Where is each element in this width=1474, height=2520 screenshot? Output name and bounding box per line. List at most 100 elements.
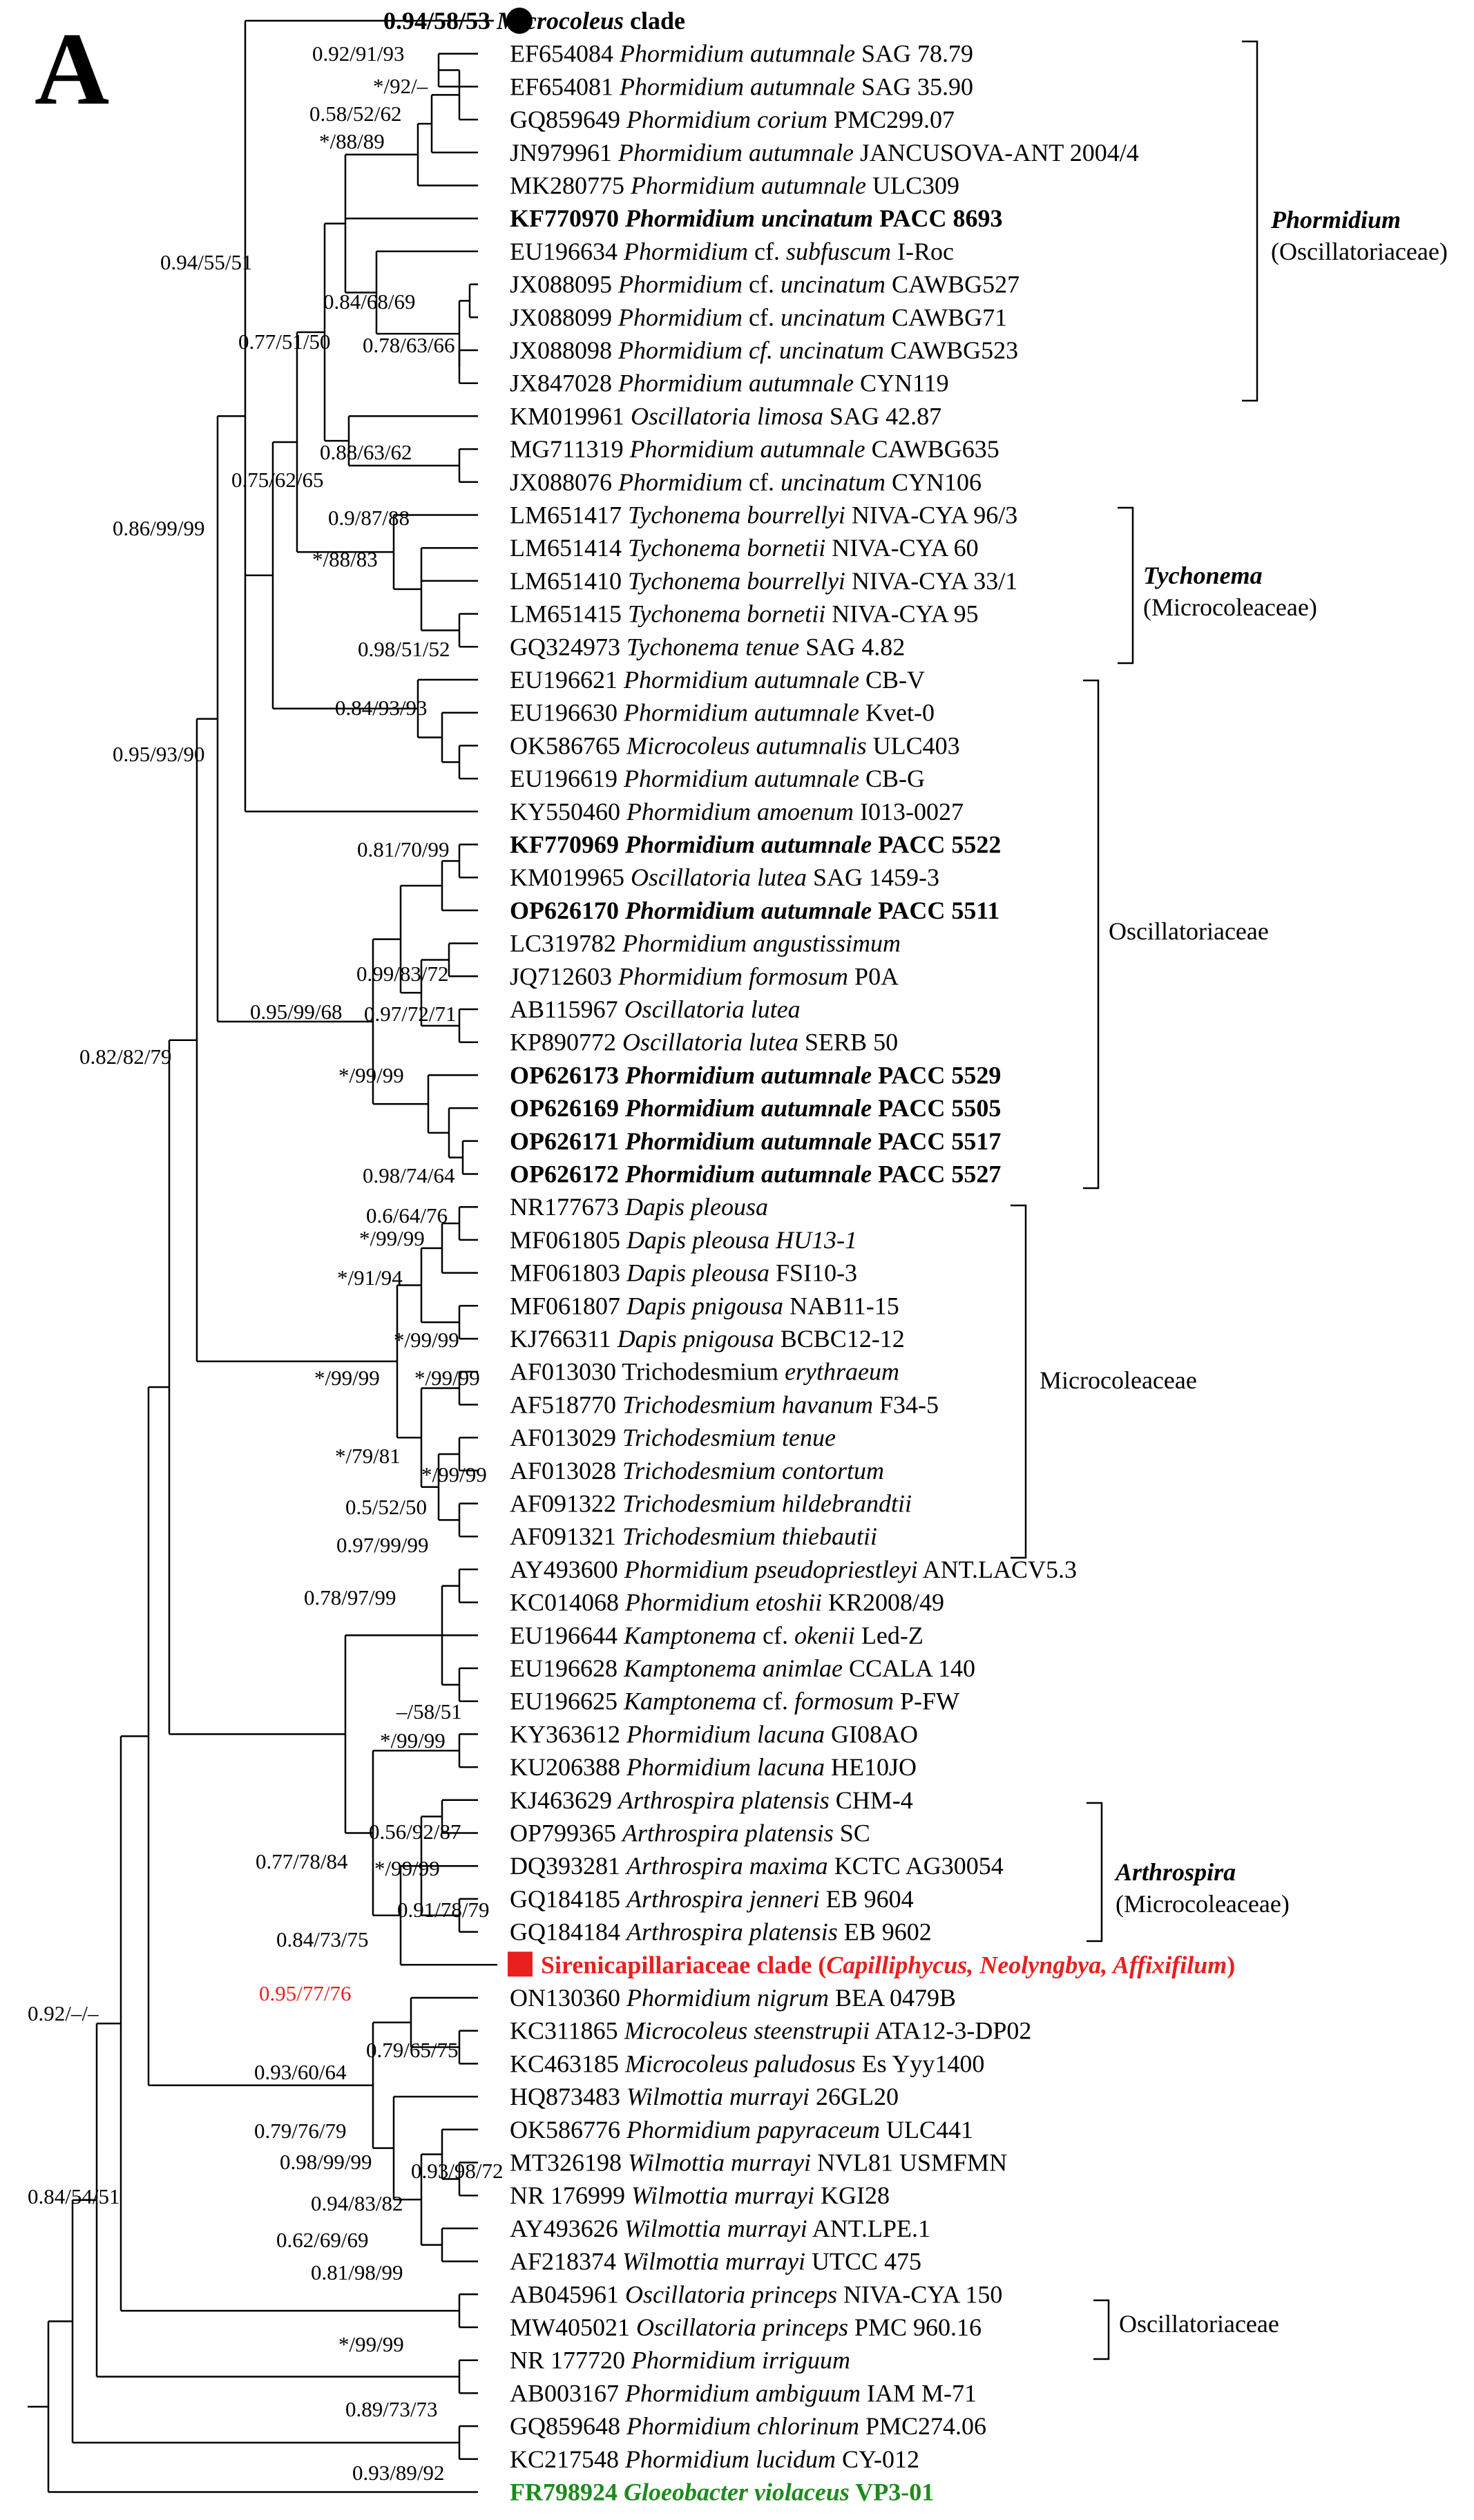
taxon-label-part: uncinatum xyxy=(781,468,886,496)
taxon-label: KP890772 Oscillatoria lutea SERB 50 xyxy=(510,1029,898,1056)
taxon-label-part: Phormidium autumnale xyxy=(624,1094,872,1122)
taxon-label-part: SAG 78.79 xyxy=(855,40,973,68)
taxon-label-part: HE10JO xyxy=(825,1753,917,1781)
support-value: */99/99 xyxy=(394,1328,459,1352)
taxon-label: GQ859649 Phormidium corium PMC299.07 xyxy=(510,106,955,133)
taxon-label: GQ184185 Arthrospira jenneri EB 9604 xyxy=(510,1885,914,1913)
taxon-label-part: BEA 0479B xyxy=(829,1984,956,2012)
taxon-label-part: AB003167 xyxy=(510,2379,625,2407)
clade-group-label: Oscillatoriaceae xyxy=(1109,917,1269,945)
taxon-label: JX088076 Phormidium cf. uncinatum CYN106 xyxy=(510,468,982,496)
taxon-label-part: Phormidium nigrum xyxy=(626,1984,829,2012)
taxon-label: NR 177720 Phormidium irriguum xyxy=(510,2347,850,2374)
support-value: 0.81/98/99 xyxy=(311,2260,403,2284)
taxon-label-part: Phormidium autumnale xyxy=(624,897,872,924)
taxon-label-part: MW405021 xyxy=(510,2313,636,2341)
taxon-label-part: CAWBG71 xyxy=(886,303,1007,331)
taxon-label-part: Phormidium pseudopriestleyi xyxy=(624,1556,918,1583)
taxon-label: NR 176999 Wilmottia murrayi KGI28 xyxy=(510,2182,890,2209)
taxon-label-part: SAG 42.87 xyxy=(823,402,941,430)
taxon-label: OK586776 Phormidium papyraceum ULC441 xyxy=(510,2116,973,2144)
taxon-label-part: Tychonema bornetii xyxy=(628,600,825,628)
taxon-label-part: GI08AO xyxy=(825,1720,918,1748)
taxon-label-part: Dapis pnigousa xyxy=(626,1292,783,1319)
taxon-label-part: KC311865 xyxy=(510,2017,624,2045)
support-value: 0.82/82/79 xyxy=(79,1044,171,1069)
taxon-label-part: KU206388 xyxy=(510,1753,626,1781)
taxon-label: AF013029 Trichodesmium tenue xyxy=(510,1424,836,1451)
taxon-label: Sirenicapillariaceae clade (Capilliphycu… xyxy=(541,1951,1235,1978)
taxon-label-part: SERB 50 xyxy=(798,1029,898,1056)
taxon-label-part: Sirenicapillariaceae clade ( xyxy=(541,1951,826,1978)
taxon-label-part: GQ184184 xyxy=(510,1918,626,1946)
taxon-label-part: GQ859649 xyxy=(510,106,626,133)
taxon-label-part: AF013030 Trichodesmium xyxy=(510,1358,785,1386)
taxon-label: JQ712603 Phormidium formosum P0A xyxy=(510,962,899,990)
support-value: */79/81 xyxy=(335,1444,401,1468)
support-value: 0.94/55/51 xyxy=(160,250,252,274)
taxon-label-part: CB-V xyxy=(859,666,925,694)
taxon-label-part: Phormidium autumnale xyxy=(619,73,855,100)
taxon-label-part: cf. xyxy=(756,1688,794,1715)
taxon-label-part: NIVA-CYA 33/1 xyxy=(845,567,1017,595)
taxon-label-part: Es Yyy1400 xyxy=(856,2050,985,2077)
taxon-label-part: VP3-01 xyxy=(850,2479,934,2506)
taxon-label-part: NIVA-CYA 96/3 xyxy=(845,502,1017,529)
taxon-label-part: NIVA-CYA 150 xyxy=(837,2280,1002,2308)
taxon-label: KC014068 Phormidium etoshii KR2008/49 xyxy=(510,1589,944,1616)
clade-group-sublabel: (Microcoleaceae) xyxy=(1116,1890,1290,1918)
taxon-label: AB003167 Phormidium ambiguum IAM M-71 xyxy=(510,2379,977,2407)
taxon-label: EU196644 Kamptonema cf. okenii Led-Z xyxy=(510,1621,923,1649)
taxon-label: OP626170 Phormidium autumnale PACC 5511 xyxy=(510,897,999,924)
taxon-label-part: NVL81 USMFMN xyxy=(811,2149,1007,2177)
taxon-label: GQ859648 Phormidium chlorinum PMC274.06 xyxy=(510,2412,986,2440)
taxon-label: OK586765 Microcoleus autumnalis ULC403 xyxy=(510,732,960,759)
taxon-label-part: SC xyxy=(834,1820,870,1847)
support-value: 0.79/65/75 xyxy=(366,2038,458,2062)
taxon-label-part: Capilliphycus, Neolyngbya, Affixifilum xyxy=(826,1951,1227,1978)
support-value: 0.77/78/84 xyxy=(256,1849,348,1873)
clade-group-sublabel: (Oscillatoriaceae) xyxy=(1271,238,1448,265)
clade-group-label-part: Oscillatoriaceae xyxy=(1109,917,1269,945)
taxon-label-part: Arthrospira jenneri xyxy=(625,1885,820,1913)
taxon-label-part: GQ184185 xyxy=(510,1885,626,1913)
taxon-label-part: Tychonema bourrellyi xyxy=(628,567,845,595)
taxon-label-part: Dapis pleousa HU13-1 xyxy=(626,1226,857,1254)
taxon-label: JX088099 Phormidium cf. uncinatum CAWBG7… xyxy=(510,303,1007,331)
taxon-label-part: Kvet-0 xyxy=(859,699,935,727)
support-value: 0.77/51/50 xyxy=(238,330,330,354)
taxon-label: AY493600 Phormidium pseudopriestleyi ANT… xyxy=(510,1556,1077,1583)
taxon-label: OP626173 Phormidium autumnale PACC 5529 xyxy=(510,1061,1001,1089)
taxon-label-part: OK586776 xyxy=(510,2116,626,2144)
taxon-label-part: Wilmottia murrayi xyxy=(624,2215,807,2242)
support-value: */91/94 xyxy=(337,1266,403,1290)
support-value: */99/99 xyxy=(359,1226,425,1250)
clade-bracket xyxy=(1083,679,1100,1190)
taxon-label-part: AF091322 xyxy=(510,1490,622,1518)
clade-group-label-part: Phormidium xyxy=(1270,206,1401,233)
taxon-label-part: Microcoleus xyxy=(496,7,624,35)
support-value: 0.93/60/64 xyxy=(254,2060,347,2084)
taxon-label-part: JX088095 xyxy=(510,271,618,298)
taxon-label: MF061807 Dapis pnigousa NAB11-15 xyxy=(510,1292,899,1319)
support-value: */92/– xyxy=(373,74,428,98)
taxon-label-part: Phormidium autumnale xyxy=(624,1161,872,1188)
taxon-label-part: KC463185 xyxy=(510,2050,625,2077)
taxon-label: JX088095 Phormidium cf. uncinatum CAWBG5… xyxy=(510,271,1020,298)
taxon-label-part: ULC309 xyxy=(866,172,959,200)
support-value: */99/99 xyxy=(414,1366,480,1390)
taxon-label: EU196634 Phormidium cf. subfuscum I-Roc xyxy=(510,238,954,265)
clade-group-label: Phormidium xyxy=(1270,206,1401,233)
taxon-label-part: subfuscum xyxy=(786,238,891,265)
taxon-label: AB045961 Oscillatoria princeps NIVA-CYA … xyxy=(510,2280,1002,2308)
support-value: –/58/51 xyxy=(396,1699,462,1724)
taxon-label-part: Phormidium xyxy=(618,303,743,331)
clade-bracket xyxy=(1242,40,1258,402)
taxon-label: LM651414 Tychonema bornetii NIVA-CYA 60 xyxy=(510,534,979,562)
taxon-label-part: ON130360 xyxy=(510,1984,626,2012)
taxon-label: KY363612 Phormidium lacuna GI08AO xyxy=(510,1720,918,1748)
taxon-label-part: Arthrospira platensis xyxy=(621,1820,834,1847)
taxon-label-part: uncinatum xyxy=(781,271,886,298)
taxon-label: AF218374 Wilmottia murrayi UTCC 475 xyxy=(510,2248,921,2275)
taxon-label-part: cf. xyxy=(743,271,781,298)
